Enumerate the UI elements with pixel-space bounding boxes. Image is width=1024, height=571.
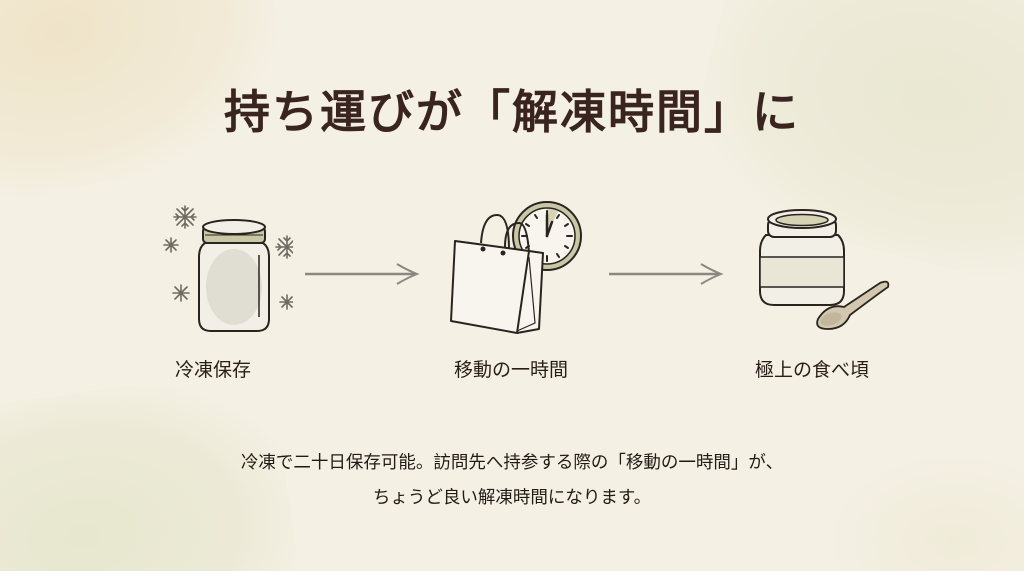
clock-icon [512, 201, 582, 271]
open-jar-spoon-icon [732, 195, 892, 345]
arrow-right-icon [607, 262, 727, 290]
step-label: 移動の一時間 [453, 359, 568, 381]
arrow-right-icon [303, 262, 423, 290]
frozen-jar-icon [133, 195, 299, 345]
step-label: 冷凍保存 [174, 359, 251, 381]
snowflake-icon [163, 205, 299, 310]
open-jar [759, 209, 845, 306]
description-line-2: ちょうど良い解凍時間になります。 [372, 488, 652, 508]
description: 冷凍で二十日保存可能。訪問先へ持参する際の「移動の一時間」が、 ちょうど良い解凍… [0, 446, 1024, 516]
mason-jar [198, 219, 270, 332]
shopping-bag-icon [450, 213, 544, 334]
spoon-icon [816, 280, 890, 330]
page-title: 持ち運びが「解凍時間」に [224, 85, 800, 139]
description-line-1: 冷凍で二十日保存可能。訪問先へ持参する際の「移動の一時間」が、 [240, 453, 784, 473]
step-label: 極上の食べ頃 [754, 359, 869, 381]
bag-and-clock-icon [431, 195, 591, 345]
